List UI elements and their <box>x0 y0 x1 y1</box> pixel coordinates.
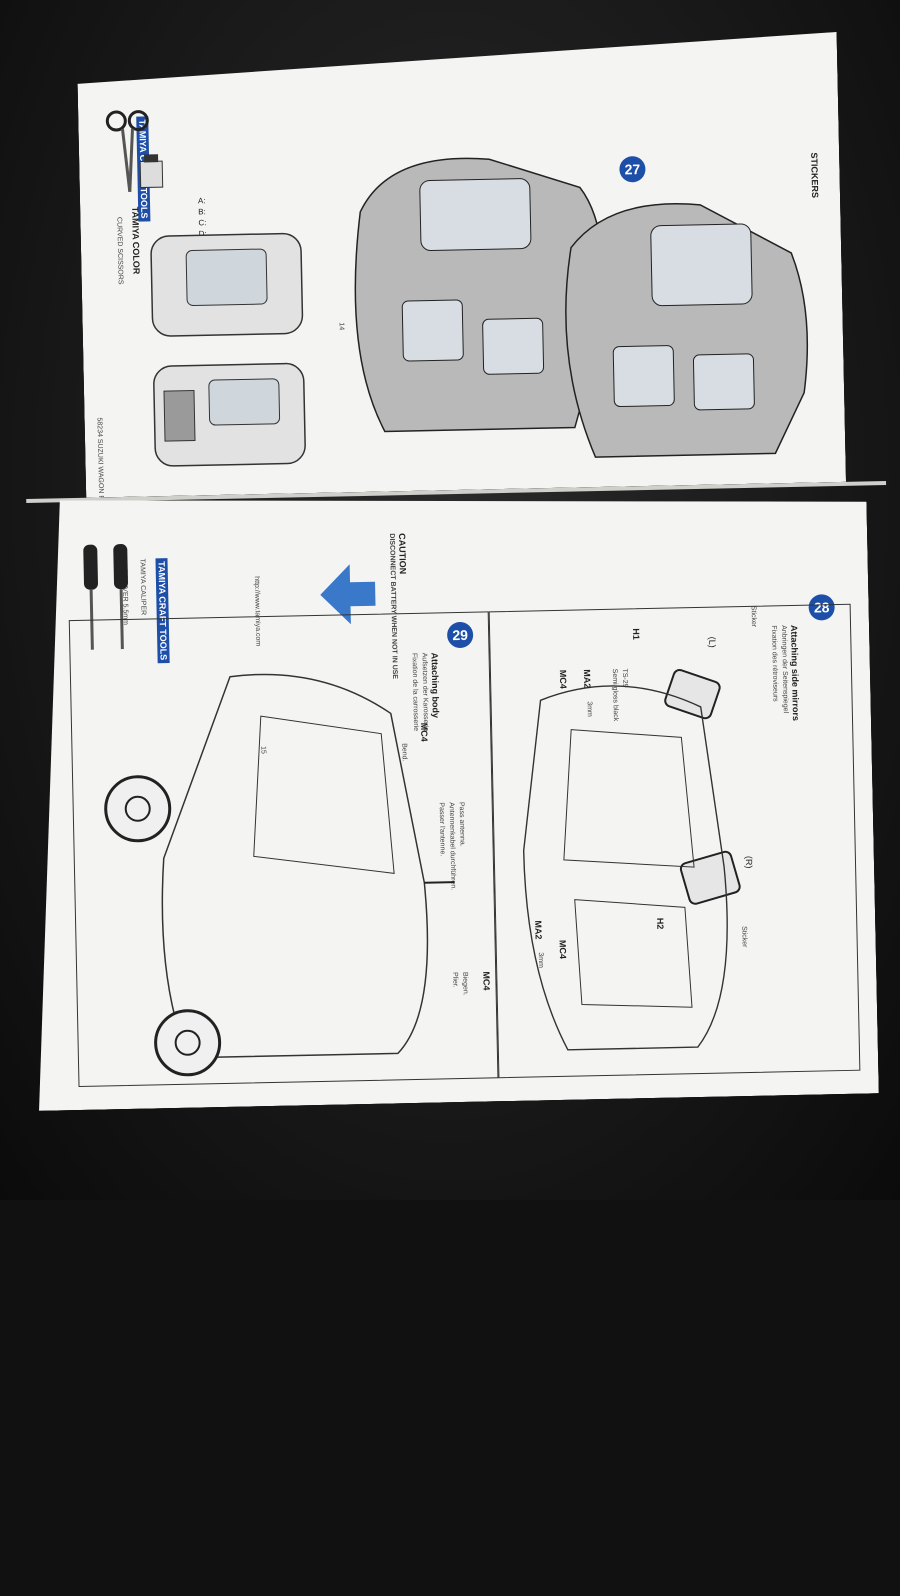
instruction-sheet: TAMIYA CRAFT TOOLS TAMIYA COLOR CURVED S… <box>17 31 899 1129</box>
car-chassis-drawing <box>90 652 459 1079</box>
page-number-15: 15 <box>259 746 267 754</box>
caution-arrow-icon <box>309 554 381 635</box>
clip-mc4-right: MC4 <box>481 971 492 991</box>
paint-b: B: <box>198 207 206 217</box>
antenna-en: Pass antenna. <box>457 801 466 847</box>
mirror-right-drawing <box>674 846 755 918</box>
caution-heading: CAUTION <box>397 533 408 575</box>
stickers-heading: STICKERS <box>809 152 821 199</box>
step-27-badge: 27 <box>619 156 646 183</box>
screw-ma2-right: MA2 <box>533 920 544 940</box>
body-shell-side-b <box>550 182 826 468</box>
screw-ma2-left-size: 3mm <box>585 701 593 717</box>
cap-mc4-left: MC4 <box>557 669 569 689</box>
footer-15: 58234 SUZUKI WAGON R RR <box>60 1500 70 1596</box>
car-outline-step-28 <box>500 666 748 1071</box>
bend-label-right: Biegen. <box>461 971 469 996</box>
paint-a: A: <box>197 196 206 206</box>
screw-ma2-left: MA2 <box>581 669 593 689</box>
mirror-left-drawing <box>660 666 731 727</box>
part-h1: H1 <box>631 628 642 640</box>
cap-mc4-right: MC4 <box>557 939 568 960</box>
scissors-icon <box>98 106 160 197</box>
body-shell-side-a <box>329 127 626 453</box>
body-rear-views <box>121 222 366 477</box>
page-14: TAMIYA CRAFT TOOLS TAMIYA COLOR CURVED S… <box>77 32 846 498</box>
sticker-left: Sticker <box>749 605 758 628</box>
screw-ma2-right-size: 3mm <box>536 952 545 968</box>
paint-bottle-icon <box>134 151 169 192</box>
page-15: TAMIYA CRAFT TOOLS TAMIYA CALIPER NUT DR… <box>26 483 879 1110</box>
mirror-right-label: (R) <box>743 855 755 869</box>
screwdriver-icon <box>75 539 147 660</box>
mirror-left-label: (L) <box>707 636 718 648</box>
